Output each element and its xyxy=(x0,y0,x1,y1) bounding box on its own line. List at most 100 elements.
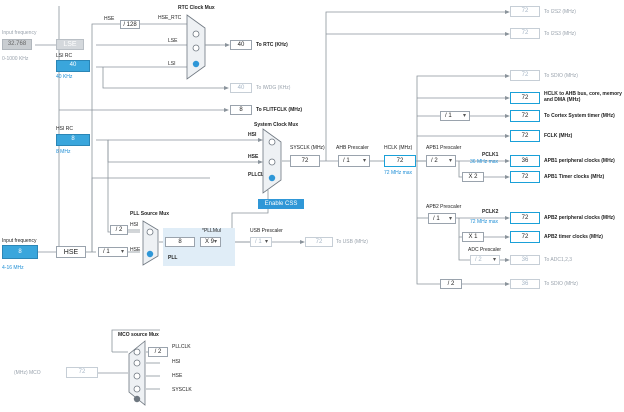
hse-frequency-range: 4-16 MHz xyxy=(2,265,24,271)
flitf-frequency-value: 8 xyxy=(230,105,252,115)
pclk2-label: PCLK2 xyxy=(482,209,499,215)
apb2-prescaler-select[interactable]: / 1 xyxy=(428,213,456,224)
rtc-lsi-label: LSI xyxy=(168,61,176,67)
hclk-max-label: 72 MHz max xyxy=(384,170,413,176)
pll-source-mux[interactable] xyxy=(142,220,159,266)
pll-source-hsi-label: HSI xyxy=(130,222,139,228)
mco-source-mux-title: MCO source Mux xyxy=(118,332,159,338)
lsi-rc-value[interactable]: 40 xyxy=(56,60,90,72)
i2s3-output-label: To I2S3 (MHz) xyxy=(544,31,576,37)
hse-source-block[interactable]: HSE xyxy=(56,246,86,258)
i2s3-frequency-value: 72 xyxy=(510,28,540,39)
mco-source-mux[interactable] xyxy=(128,340,146,406)
sdio-frequency-value-top: 72 xyxy=(510,70,540,81)
mco-pllclk-divider: / 2 xyxy=(148,347,168,357)
apb1-peripheral-frequency-value: 36 xyxy=(510,155,540,167)
rtc-frequency-value: 40 xyxy=(230,40,252,50)
usb-prescaler-select[interactable]: / 1 xyxy=(250,237,272,247)
iwdg-frequency-value: 40 xyxy=(230,83,252,93)
usb-frequency-value: 72 xyxy=(305,237,333,247)
rtc-clock-mux[interactable] xyxy=(186,14,206,80)
pll-input-value: 8 xyxy=(165,237,195,247)
input-frequency-label: Input frequency xyxy=(2,30,37,36)
lse-input-frequency-field[interactable]: 32.768 xyxy=(2,39,32,50)
apb2-max-label: 72 MHz max xyxy=(470,219,499,225)
apb1-max-label: 36 MHz max xyxy=(470,159,499,165)
sysclk-value: 72 xyxy=(290,155,320,167)
rtc-clock-mux-title: RTC Clock Mux xyxy=(178,5,215,11)
apb1-timer-frequency-value: 72 xyxy=(510,171,540,183)
pclk1-label: PCLK1 xyxy=(482,152,499,158)
mco-sysclk-label: SYSCLK xyxy=(172,387,192,393)
mco-frequency-value: 72 xyxy=(66,367,98,378)
cortex-timer-prescaler-select[interactable]: / 1 xyxy=(440,111,470,121)
pll-label: PLL xyxy=(168,255,178,261)
apb1-prescaler-select[interactable]: / 2 xyxy=(426,155,456,167)
rtc-hse-rtc-label: HSE_RTC xyxy=(158,15,182,21)
hclk-ahb-frequency-value: 72 xyxy=(510,92,540,104)
hclk-ahb-output-label: HCLK to AHB bus, core, memory and DMA (M… xyxy=(544,91,622,103)
ahb-prescaler-label: AHB Prescaler xyxy=(336,145,369,151)
hclk-value-field[interactable]: 72 xyxy=(384,155,416,167)
apb2-timer-frequency-value: 72 xyxy=(510,231,540,243)
apb2-peripheral-output-label: APB2 peripheral clocks (MHz) xyxy=(544,215,615,221)
sysclk-mux-pllclk-label: PLLCLK xyxy=(248,172,268,178)
cortex-timer-frequency-value: 72 xyxy=(510,110,540,122)
adc-frequency-value: 36 xyxy=(510,255,540,265)
rtc-output-label: To RTC (KHz) xyxy=(256,42,288,48)
mco-hse-label: HSE xyxy=(172,373,183,379)
flitf-output-label: To FLITFCLK (MHz) xyxy=(256,107,303,113)
lse-source-block[interactable]: LSE xyxy=(56,39,84,50)
i2s2-frequency-value: 72 xyxy=(510,6,540,17)
sdio-output-label-top: To SDIO (MHz) xyxy=(544,73,578,79)
hse-input-frequency-field[interactable]: 8 xyxy=(2,245,38,259)
apb1-peripheral-output-label: APB1 peripheral clocks (MHz) xyxy=(544,158,615,164)
sysclk-mux-hse-label: HSE xyxy=(248,154,259,160)
pll-source-mux-title: PLL Source Mux xyxy=(130,211,170,217)
apb2-prescaler-label: APB2 Prescaler xyxy=(426,204,462,210)
pll-hsi-divider: / 2 xyxy=(110,225,128,235)
adc-prescaler-select[interactable]: / 2 xyxy=(470,255,500,265)
pll-multiplier-label: *PLLMul xyxy=(202,228,221,234)
apb2-peripheral-frequency-value: 72 xyxy=(510,212,540,224)
sdio-output-label-bottom: To SDIO (MHz) xyxy=(544,281,578,287)
system-clock-mux[interactable] xyxy=(262,128,282,194)
pll-source-hse-label: HSE xyxy=(130,247,141,253)
fclk-frequency-value: 72 xyxy=(510,130,540,142)
rtc-lse-label: LSE xyxy=(168,38,178,44)
hsi-rc-unit: 8 MHz xyxy=(56,149,71,155)
enable-css-button[interactable]: Enable CSS xyxy=(258,199,304,209)
mco-hsi-label: HSI xyxy=(172,359,181,365)
hse-prediv-select[interactable]: / 1 xyxy=(98,247,128,257)
apb1-prescaler-label: APB1 Prescaler xyxy=(426,145,462,151)
sysclk-mux-hsi-label: HSI xyxy=(248,132,257,138)
pll-zone xyxy=(163,228,235,266)
apb2-timer-output-label: APB2 timer clocks (MHz) xyxy=(544,234,603,240)
i2s2-output-label: To I2S2 (MHz) xyxy=(544,9,576,15)
cortex-timer-output-label: To Cortex System timer (MHz) xyxy=(544,113,615,119)
lse-frequency-range: 0-1000 KHz xyxy=(2,56,29,62)
hsi-rc-value[interactable]: 8 xyxy=(56,134,90,146)
ahb-prescaler-select[interactable]: / 1 xyxy=(338,155,370,167)
hclk-label: HCLK (MHz) xyxy=(384,145,413,151)
apb1-timer-multiplier: X 2 xyxy=(462,172,484,182)
hse-input-frequency-label: Input frequency xyxy=(2,238,37,244)
sdio-frequency-value-bottom: 36 xyxy=(510,279,540,289)
hsi-rc-label: HSI RC xyxy=(56,126,73,132)
adc-output-label: To ADC1,2,3 xyxy=(544,257,573,263)
rtc-hse-divider[interactable]: / 128 xyxy=(120,20,140,29)
adc-prescaler-label: ADC Prescaler xyxy=(468,247,502,253)
mco-pllclk-label: PLLCLK xyxy=(172,344,191,350)
sysclk-label: SYSCLK (MHz) xyxy=(290,145,325,151)
iwdg-output-label: To IWDG (KHz) xyxy=(256,85,291,91)
pll-multiplier-select[interactable]: X 9 xyxy=(200,237,221,247)
usb-output-label: To USB (MHz) xyxy=(336,239,368,245)
fclk-output-label: FCLK (MHz) xyxy=(544,133,573,139)
usb-prescaler-label: USB Prescaler xyxy=(250,228,283,234)
apb1-timer-output-label: APB1 Timer clocks (MHz) xyxy=(544,174,605,180)
apb2-timer-multiplier: X 1 xyxy=(462,232,484,242)
system-clock-mux-title: System Clock Mux xyxy=(254,122,299,128)
mco-output-label: (MHz) MCO xyxy=(14,370,41,376)
